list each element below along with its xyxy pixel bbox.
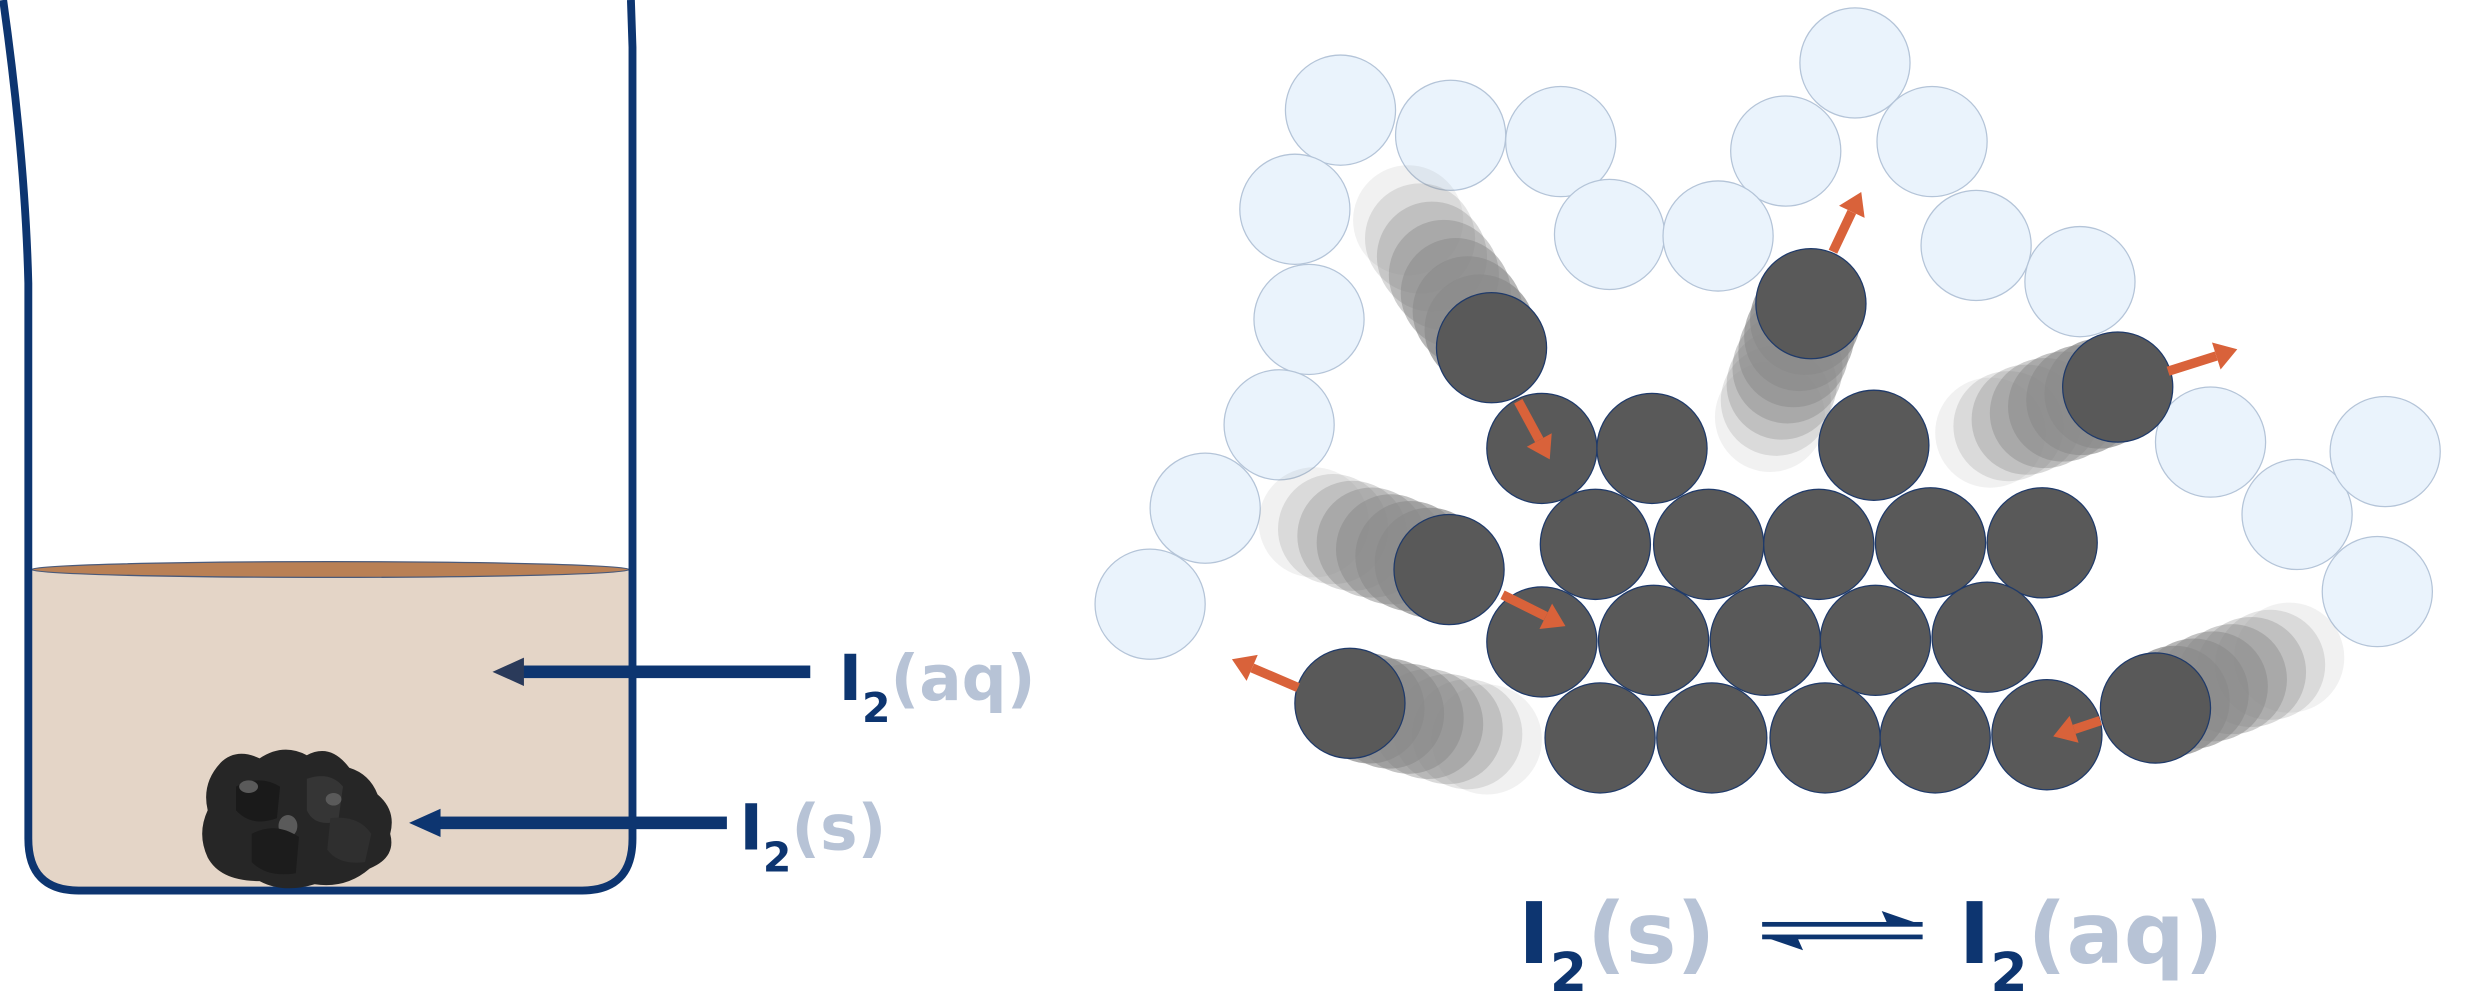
motion-arrow-icon bbox=[1500, 590, 1566, 630]
solvated-particle bbox=[1094, 548, 1206, 660]
moving-particle bbox=[1393, 513, 1505, 626]
solid-lattice-particle bbox=[1769, 682, 1881, 794]
arrow-s-pointer bbox=[409, 808, 727, 838]
solvated-particle bbox=[1505, 85, 1617, 198]
label-s-species: I bbox=[739, 792, 762, 865]
equation-reactant: I2(s) bbox=[1518, 885, 1715, 1003]
motion-arrow-icon bbox=[1231, 654, 1300, 692]
solid-lattice-particle bbox=[1709, 584, 1821, 697]
solvated-particle bbox=[2329, 395, 2441, 508]
solvated-particle bbox=[1223, 369, 1335, 481]
reactant-state: (s) bbox=[1587, 885, 1715, 984]
product-species: I bbox=[1959, 885, 1991, 984]
moving-particle bbox=[1755, 247, 1867, 360]
label-aq-state: (aq) bbox=[890, 642, 1035, 715]
reactant-species: I bbox=[1518, 885, 1550, 984]
label-aq: I2(aq) bbox=[839, 642, 1036, 732]
solvated-particle bbox=[2154, 386, 2267, 498]
motion-arrow-icon bbox=[2053, 715, 2102, 743]
solvated-particle bbox=[1730, 95, 1842, 207]
motion-arrow-icon bbox=[1514, 398, 1552, 460]
solid-lattice-particle bbox=[1544, 682, 1656, 794]
solvated-particle bbox=[1799, 7, 1911, 119]
solid-lattice-particle bbox=[1991, 679, 2103, 791]
solid-lattice-particle bbox=[1879, 682, 1991, 794]
solid-lattice-particle bbox=[1656, 682, 1768, 794]
solid-lattice-particle bbox=[1818, 389, 1930, 501]
solid-lattice-particle bbox=[1931, 581, 2043, 693]
solid-lattice-particle bbox=[1596, 392, 1708, 505]
product-state: (aq) bbox=[2028, 885, 2224, 984]
solid-lattice-particle bbox=[1597, 584, 1710, 697]
beaker bbox=[0, 0, 637, 895]
equilibrium-arrows-icon bbox=[1762, 910, 1923, 951]
solvated-particle bbox=[1662, 180, 1774, 292]
solvated-particle bbox=[1149, 452, 1261, 564]
label-aq-subscript: 2 bbox=[862, 684, 890, 732]
liquid-surface bbox=[30, 561, 630, 579]
motion-arrow-icon bbox=[2166, 342, 2238, 376]
solid-lattice-particle bbox=[1874, 487, 1987, 599]
product-subscript: 2 bbox=[1990, 941, 2027, 1003]
moving-particle bbox=[1435, 292, 1548, 404]
reactant-subscript: 2 bbox=[1550, 941, 1587, 1003]
label-s: I2(s) bbox=[739, 792, 886, 882]
equation-product: I2(aq) bbox=[1959, 885, 2224, 1003]
solvated-particle bbox=[1920, 189, 2032, 302]
label-s-state: (s) bbox=[791, 792, 886, 865]
moving-particle bbox=[2062, 331, 2174, 443]
solvated-particle bbox=[1239, 153, 1351, 265]
solvated-particle bbox=[1553, 178, 1666, 291]
solvated-particle bbox=[2321, 535, 2434, 648]
motion-arrow-icon bbox=[1828, 191, 1865, 254]
solid-lattice-particle bbox=[1652, 488, 1765, 601]
label-s-subscript: 2 bbox=[763, 834, 791, 882]
solid-lattice-particle bbox=[1819, 584, 1932, 697]
solvated-particle bbox=[1253, 263, 1365, 376]
solid-lattice-particle bbox=[1539, 488, 1652, 601]
moving-particle bbox=[2099, 652, 2212, 764]
beaker-outline bbox=[0, 0, 637, 895]
solvated-particle bbox=[1284, 54, 1397, 166]
label-aq-species: I bbox=[839, 642, 862, 715]
arrow-aq-pointer bbox=[492, 657, 811, 686]
solid-lattice-particle bbox=[1986, 487, 2098, 599]
moving-particle bbox=[1294, 647, 1406, 759]
solid-lattice-particle bbox=[1763, 488, 1875, 601]
solvated-particle bbox=[2024, 225, 2136, 338]
liquid bbox=[31, 569, 630, 889]
molecular-view bbox=[1094, 7, 2441, 795]
iodine-solid-rock bbox=[202, 749, 392, 889]
solvated-particle bbox=[1876, 85, 1988, 198]
solvated-particle bbox=[2241, 458, 2353, 571]
solid-lattice-particle bbox=[1486, 586, 1598, 698]
